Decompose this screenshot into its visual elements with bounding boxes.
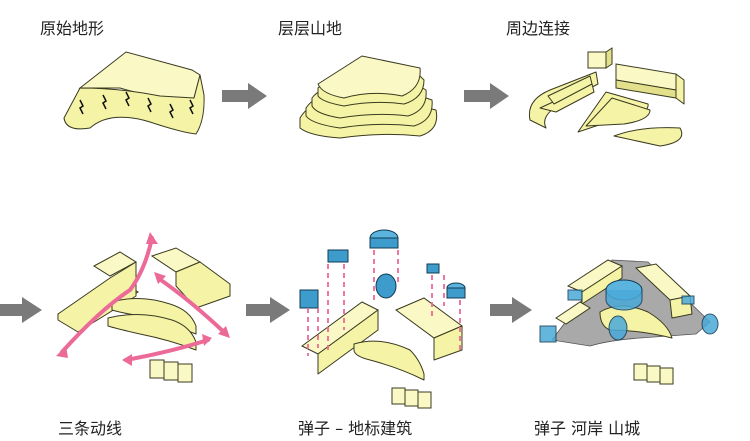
flow-arrow-4: [246, 297, 290, 323]
circulation-diagram: [56, 232, 231, 383]
flow-arrow-2: [464, 83, 509, 109]
step-label-three-circulations: 三条动线: [58, 419, 123, 438]
riverside-city-diagram: [539, 259, 719, 385]
terraced-mountain: [299, 55, 438, 139]
step-label-terraced-mountain: 层层山地: [278, 19, 343, 38]
step-label-original-terrain: 原始地形: [40, 19, 105, 38]
landmark-diagram: [299, 229, 466, 409]
terrain-block: [63, 51, 205, 135]
flow-arrow-5: [490, 297, 532, 323]
step-label-riverside-mountain-city: 弹子 河岸 山城: [534, 419, 641, 438]
slope-marks: [79, 91, 194, 119]
flow-arrow-3: [0, 297, 42, 323]
connected-terraces: [528, 47, 685, 147]
flow-arrow-1: [222, 83, 267, 109]
step-label-landmark-buildings: 弹子 – 地标建筑: [298, 419, 413, 438]
step-label-surrounding-connection: 周边连接: [506, 19, 571, 38]
